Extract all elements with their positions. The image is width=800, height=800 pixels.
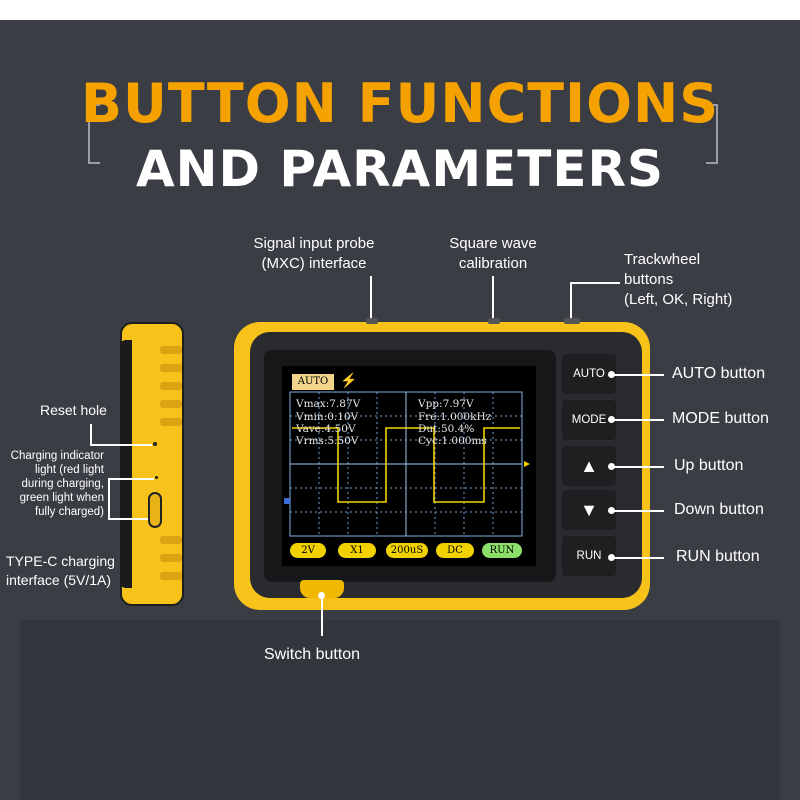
oscilloscope-screen [282,366,536,566]
run-button[interactable]: RUN [562,536,616,576]
title-line-1: BUTTON FUNCTIONS [80,72,720,135]
label-line: green light when [19,492,104,504]
grip-ridge [160,346,182,354]
down-button[interactable]: ▼ [562,490,616,530]
charging-led-icon [155,476,158,479]
label-square-wave: Square wave calibration [420,234,566,274]
pointer-dot [608,371,615,378]
pointer-line [370,276,372,318]
title-bracket-left [88,104,100,164]
pointer-dot [318,592,325,599]
up-button[interactable]: ▲ [562,446,616,486]
measure-vmin: Vmin:0.10V [296,411,359,423]
trackwheel-icon[interactable] [564,318,580,324]
pointer-line [570,282,572,318]
measure-dut: Dut:50.4% [418,423,475,435]
device-side-edge [120,340,132,588]
grip-ridge [160,364,182,372]
bolt-icon: ⚡ [340,372,358,388]
probe-port-icon [366,318,378,324]
auto-button[interactable]: AUTO [562,354,616,394]
measure-vpp: Vpp:7.97V [418,398,474,410]
grip-ridge [160,382,182,390]
grip-ridge [160,554,182,562]
pointer-line [90,424,92,446]
label-line: Square wave [449,235,537,252]
label-run-button: RUN button [676,548,760,565]
label-line: Charging indicator [10,450,104,462]
mode-button[interactable]: MODE [562,400,616,440]
pointer-line [612,557,664,559]
channel-marker [284,498,290,504]
pointer-line [612,374,664,376]
label-line: Signal input probe [253,235,375,252]
coupling-badge: DC [436,543,474,558]
label-down-button: Down button [674,501,764,518]
pointer-line [108,478,110,518]
background-panel [0,0,800,20]
calibration-port-icon [488,318,500,324]
label-line: Trackwheel [624,251,701,268]
trigger-marker [524,461,530,467]
pointer-line [570,282,620,284]
label-switch-button: Switch button [264,646,361,663]
pointer-dot [608,507,615,514]
pointer-line [108,518,148,520]
mode-tag: AUTO [292,374,334,390]
grip-ridge [160,572,182,580]
label-line: fully charged) [34,506,104,518]
usb-c-port-icon[interactable] [148,492,162,528]
pointer-dot [608,463,615,470]
background-stripe [20,620,780,800]
grip-ridge [160,418,182,426]
pointer-line [90,444,152,446]
label-charging-indicator: Charging indicator light (red light duri… [0,449,104,519]
label-line: (MXC) interface [261,255,367,272]
pointer-line [321,596,323,636]
measure-cyc: Cyc:1.000ms [418,435,487,447]
pointer-line [612,466,664,468]
label-line: TYPE-C charging [6,553,115,569]
pointer-line [612,419,664,421]
pointer-line [108,478,154,480]
pointer-dot [608,554,615,561]
label-line: buttons [624,271,674,288]
measure-fre: Fre:1.000kHz [418,411,492,423]
switch-button[interactable] [300,580,344,598]
grip-ridge [160,536,182,544]
label-line: light (red light [34,464,104,476]
grip-ridge [160,400,182,408]
label-line: interface (5V/1A) [6,572,112,588]
label-probe-interface: Signal input probe (MXC) interface [226,234,402,274]
label-line: calibration [458,255,528,272]
reset-hole-icon[interactable] [153,442,157,446]
pointer-line [612,510,664,512]
label-up-button: Up button [674,457,744,474]
measure-vrms: Vrms:5.50V [296,435,359,447]
time-div-badge: 200uS [386,543,428,558]
probe-multiplier-badge: X1 [338,543,376,558]
label-mode-button: MODE button [672,410,769,427]
square-waveform [292,427,520,503]
label-typec: TYPE-C charging interface (5V/1A) [6,552,115,590]
pointer-line [492,276,494,318]
label-trackwheel: Trackwheel buttons (Left, OK, Right) [624,250,774,310]
label-line: (Left, OK, Right) [624,291,733,308]
title-bracket-right [706,104,718,164]
measure-vmax: Vmax:7.87V [296,398,361,410]
label-line: during charging, [21,478,104,490]
run-state-badge: RUN [482,543,522,558]
measure-vave: Vave:4.50V [296,423,356,435]
pointer-dot [608,416,615,423]
label-reset-hole: Reset hole [40,402,107,418]
volt-div-badge: 2V [290,543,326,558]
label-auto-button: AUTO button [672,365,766,382]
title-line-2: AND PARAMETERS [135,140,665,198]
